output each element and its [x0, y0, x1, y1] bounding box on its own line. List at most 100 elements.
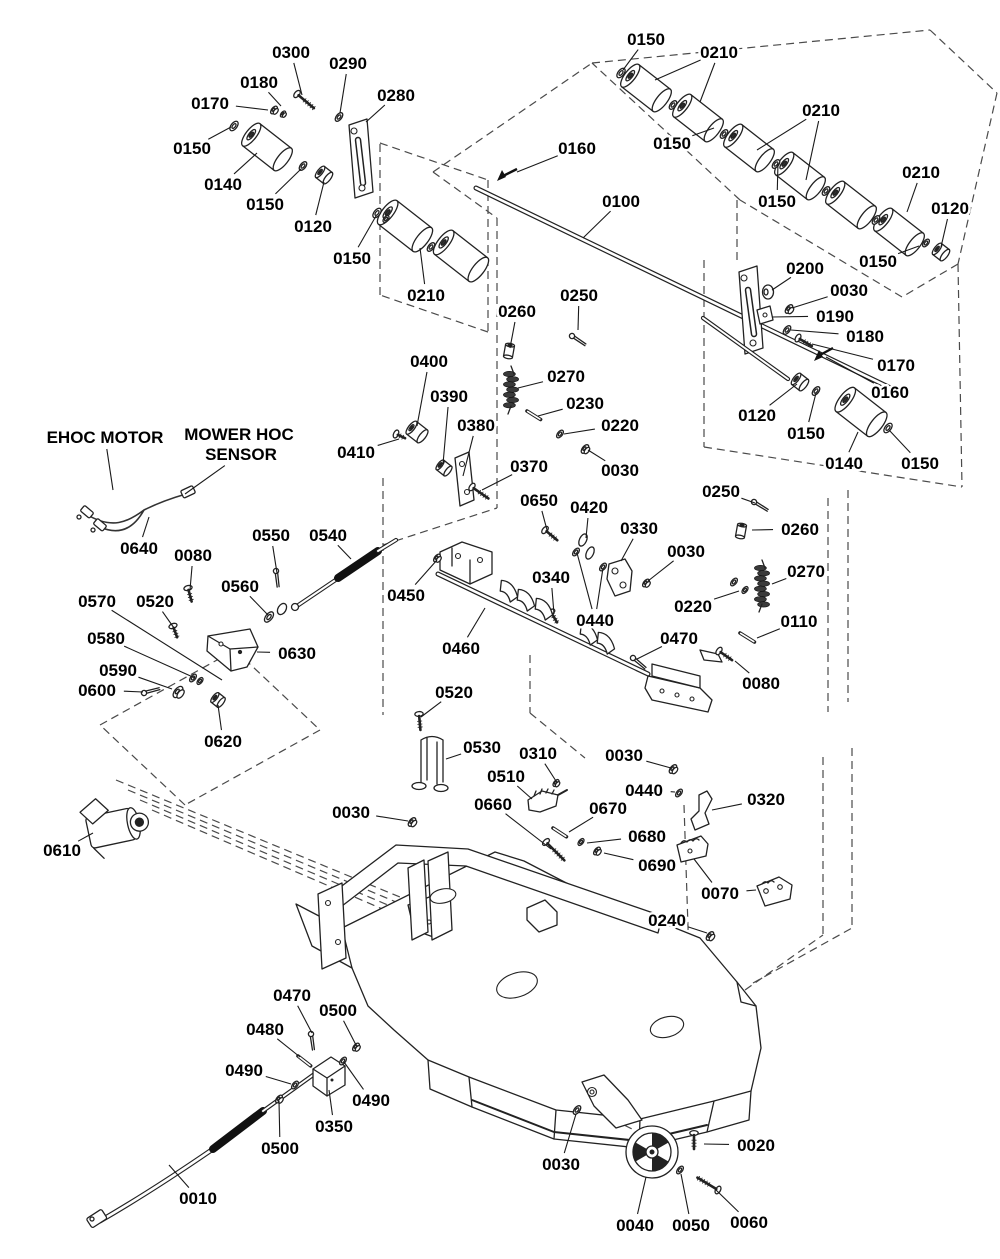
leader-line	[636, 646, 663, 660]
leader-line	[339, 73, 347, 114]
nut	[705, 931, 716, 942]
callout-0380: 0380	[457, 416, 495, 435]
construction-dashed-lines	[99, 29, 998, 1134]
leader-line	[328, 1089, 334, 1116]
cotter-pin	[272, 567, 280, 588]
spacer-clamp	[516, 588, 536, 612]
callout-0470: 0470	[273, 986, 311, 1005]
callout-0030: 0030	[605, 746, 643, 765]
washer	[674, 788, 684, 798]
leader-line	[509, 321, 516, 349]
callout-0210: 0210	[407, 286, 445, 305]
dashed-line	[744, 934, 824, 991]
leader-line	[537, 408, 563, 417]
callout-0480: 0480	[246, 1020, 284, 1039]
leader-line	[184, 465, 226, 495]
rear-mount-brackets	[676, 790, 793, 907]
washer	[382, 214, 390, 224]
roller	[873, 207, 925, 257]
leader-line	[636, 1176, 647, 1215]
callout-0280: 0280	[377, 86, 415, 105]
front-hanger-bracket	[454, 451, 475, 507]
roller	[734, 522, 748, 540]
spring	[503, 365, 519, 415]
screw	[414, 710, 424, 732]
callout-0300: 0300	[272, 43, 310, 62]
leader-line	[776, 162, 779, 191]
dashed-line	[752, 927, 853, 984]
callout-0210: 0210	[802, 101, 840, 120]
leader-line	[646, 760, 672, 769]
roller	[405, 420, 429, 444]
dashed-line	[127, 789, 421, 913]
callout-0420: 0420	[570, 498, 608, 517]
spacer-clamp	[534, 597, 554, 621]
roller	[502, 342, 516, 360]
callout-0140: 0140	[825, 454, 863, 473]
leader-line	[620, 538, 634, 562]
pin	[525, 409, 543, 422]
screw	[168, 622, 180, 639]
roller	[774, 151, 826, 201]
nut	[269, 105, 279, 115]
dashed-line	[379, 142, 489, 181]
callout-0080: 0080	[174, 546, 212, 565]
leader-line	[217, 704, 223, 731]
leader-line	[275, 168, 302, 195]
callout-0250: 0250	[702, 482, 740, 501]
leader-line	[746, 889, 757, 892]
callout-0260: 0260	[781, 520, 819, 539]
callout-0580: 0580	[87, 629, 125, 648]
leader-line	[756, 628, 781, 639]
callout-0020: 0020	[737, 1136, 775, 1155]
callout-0100: 0100	[602, 192, 640, 211]
callout-0500: 0500	[319, 1001, 357, 1020]
leader-line	[541, 510, 548, 531]
screw	[293, 89, 316, 111]
nut	[668, 764, 679, 775]
dashed-line	[379, 294, 489, 333]
callout-0150: 0150	[859, 252, 897, 271]
callout-0030: 0030	[542, 1155, 580, 1174]
callout-0590: 0590	[99, 661, 137, 680]
dashed-line	[591, 29, 931, 64]
roller	[931, 242, 951, 262]
callout-0470: 0470	[660, 629, 698, 648]
callout-0150: 0150	[627, 30, 665, 49]
callout-0180: 0180	[240, 73, 278, 92]
washer	[290, 1080, 300, 1090]
callout-0260: 0260	[498, 302, 536, 321]
leader-line	[585, 517, 589, 539]
dashed-line	[139, 799, 429, 923]
callout-0270: 0270	[787, 562, 825, 581]
leader-line	[897, 245, 920, 255]
leader-line	[544, 763, 557, 782]
callout-0450: 0450	[387, 586, 425, 605]
washer	[334, 112, 344, 122]
callout-0110: 0110	[781, 612, 818, 631]
callout-0600: 0600	[78, 681, 116, 700]
callout-0140: 0140	[204, 175, 242, 194]
callout-0390: 0390	[430, 387, 468, 406]
callout-0030: 0030	[830, 281, 868, 300]
leader-line	[505, 813, 552, 850]
leader-line	[416, 371, 428, 427]
roller	[210, 691, 226, 709]
leader-line	[756, 118, 807, 151]
leader-line	[278, 1100, 281, 1138]
roller	[790, 372, 810, 392]
roller	[376, 199, 434, 253]
dashed-line	[929, 29, 998, 94]
callout-0250: 0250	[560, 286, 598, 305]
nut	[407, 817, 418, 828]
callout-0690: 0690	[638, 856, 676, 875]
cotter-pin	[629, 654, 647, 670]
washer	[811, 386, 821, 396]
callout-0160: 0160	[871, 383, 909, 402]
cotter-pin	[750, 498, 769, 512]
callout-0610: 0610	[43, 841, 81, 860]
leader-line	[106, 448, 114, 491]
leader-line	[734, 660, 750, 674]
leader-line	[138, 676, 173, 690]
callout-0030: 0030	[601, 461, 639, 480]
